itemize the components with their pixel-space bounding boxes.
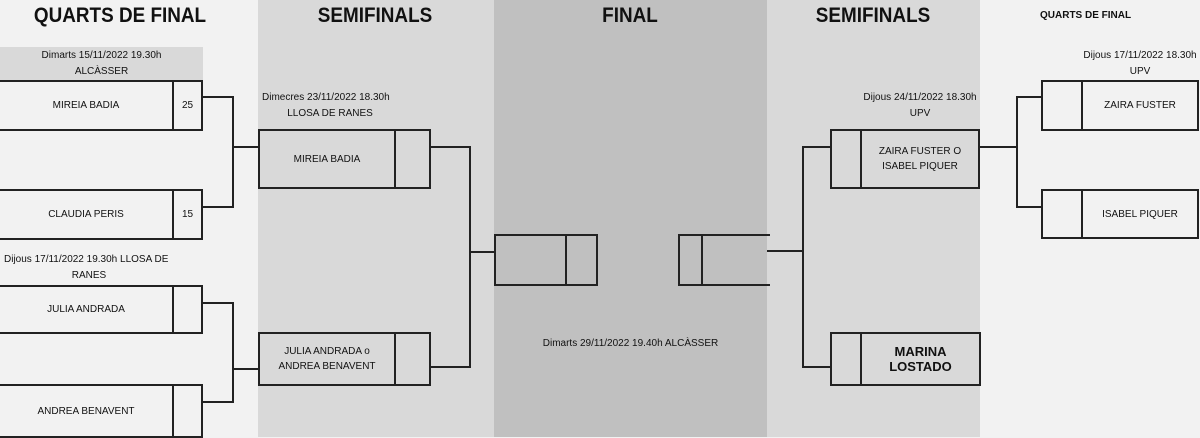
match1-date-box: Dimarts 15/11/2022 19.30h ALCÀSSER (0, 47, 203, 80)
connector (1016, 206, 1042, 208)
team-name: ISABEL PIQUER (1102, 208, 1178, 220)
connector (203, 401, 234, 403)
match2-venue: RANES (71, 270, 107, 281)
team-score (1043, 191, 1083, 237)
connector (1016, 96, 1018, 208)
right-quarters-date-block: Dijous 17/11/2022 18.30h UPV (1070, 48, 1200, 80)
left-semis-venue: LLOSA DE RANES (287, 108, 373, 119)
connector (469, 146, 471, 368)
connector (431, 366, 471, 368)
team-name: JULIA ANDRADA (47, 304, 125, 315)
connector (802, 146, 831, 148)
connector (802, 146, 804, 368)
connector (203, 302, 234, 304)
final-column (494, 0, 767, 437)
left-semis-column (258, 0, 494, 437)
right-quarters-header: QUARTS DE FINAL (1040, 10, 1132, 21)
match2-date-block: Dijous 17/11/2022 19.30h LLOSA DE RANES (4, 252, 174, 284)
team-box-andrea-benavent[interactable]: ANDREA BENAVENT (0, 384, 203, 438)
team-box-zaira-fuster[interactable]: ZAIRA FUSTER (1041, 80, 1199, 131)
left-semis-header: SEMIFINALS (317, 4, 433, 27)
connector (232, 96, 234, 208)
team-box-mireia-badia[interactable]: MIREIA BADIA 25 (0, 80, 203, 131)
team-score (1043, 82, 1083, 129)
team-box-semi-left-1[interactable]: MIREIA BADIA (258, 129, 431, 189)
team-score (394, 131, 429, 187)
team-score (832, 131, 862, 187)
left-semis-date: Dimecres 23/11/2022 18.30h (262, 92, 390, 103)
match2-date: Dijous 17/11/2022 19.30h LLOSA DE (4, 254, 169, 265)
right-semis-date: Dijous 24/11/2022 18.30h (863, 92, 977, 103)
team-score (680, 236, 703, 284)
match1-date: Dimarts 15/11/2022 19.30h (41, 50, 162, 61)
team-score (565, 236, 596, 284)
team-box-semi-left-2[interactable]: JULIA ANDRADA o ANDREA BENAVENT (258, 332, 431, 386)
right-quarters-date: Dijous 17/11/2022 18.30h (1083, 50, 1197, 61)
connector (767, 250, 804, 252)
team-box-isabel-piquer[interactable]: ISABEL PIQUER (1041, 189, 1199, 239)
right-quarters-column (980, 0, 1200, 437)
final-date: Dimarts 29/11/2022 19.40h ALCÀSSER (542, 338, 719, 349)
team-box-claudia-peris[interactable]: CLAUDIA PERIS 15 (0, 189, 203, 240)
final-box-left[interactable] (494, 234, 598, 286)
connector (203, 206, 234, 208)
right-quarters-venue: UPV (1129, 66, 1151, 77)
connector (980, 146, 1018, 148)
team-name: MARINA LOSTADO (889, 344, 952, 374)
team-score (832, 334, 862, 384)
team-box-julia-andrada[interactable]: JULIA ANDRADA (0, 285, 203, 334)
team-name: ZAIRA FUSTER (1104, 100, 1176, 111)
final-header: FINAL (602, 4, 658, 27)
right-semis-venue: UPV (909, 108, 931, 119)
team-box-semi-right-1[interactable]: ZAIRA FUSTER O ISABEL PIQUER (830, 129, 980, 189)
team-score (172, 386, 201, 436)
team-score (172, 287, 201, 332)
match1-venue: ALCÀSSER (74, 66, 129, 77)
team-name: JULIA ANDRADA o ANDREA BENAVENT (278, 346, 376, 372)
final-box-right[interactable] (678, 234, 770, 286)
connector (802, 366, 831, 368)
connector (431, 146, 471, 148)
team-name: MIREIA BADIA (52, 100, 120, 111)
team-score: 15 (172, 191, 201, 238)
team-name: ZAIRA FUSTER O ISABEL PIQUER (878, 146, 962, 172)
connector (232, 368, 258, 370)
team-score: 25 (172, 82, 201, 129)
team-name: ANDREA BENAVENT (37, 405, 135, 417)
right-semis-date-block: Dijous 24/11/2022 18.30h UPV (855, 90, 985, 122)
team-box-semi-right-2[interactable]: MARINA LOSTADO (830, 332, 981, 386)
left-quarters-header: QUARTS DE FINAL (33, 4, 207, 27)
connector (469, 251, 494, 253)
team-name (496, 236, 565, 284)
team-name: MIREIA BADIA (293, 153, 361, 165)
right-semis-header: SEMIFINALS (815, 4, 931, 27)
connector (232, 146, 258, 148)
team-name: CLAUDIA PERIS (48, 209, 124, 220)
connector (232, 302, 234, 403)
connector (203, 96, 234, 98)
team-score (394, 334, 429, 384)
left-semis-date-block: Dimecres 23/11/2022 18.30h LLOSA DE RANE… (262, 90, 392, 122)
team-name (703, 236, 770, 284)
connector (1016, 96, 1042, 98)
